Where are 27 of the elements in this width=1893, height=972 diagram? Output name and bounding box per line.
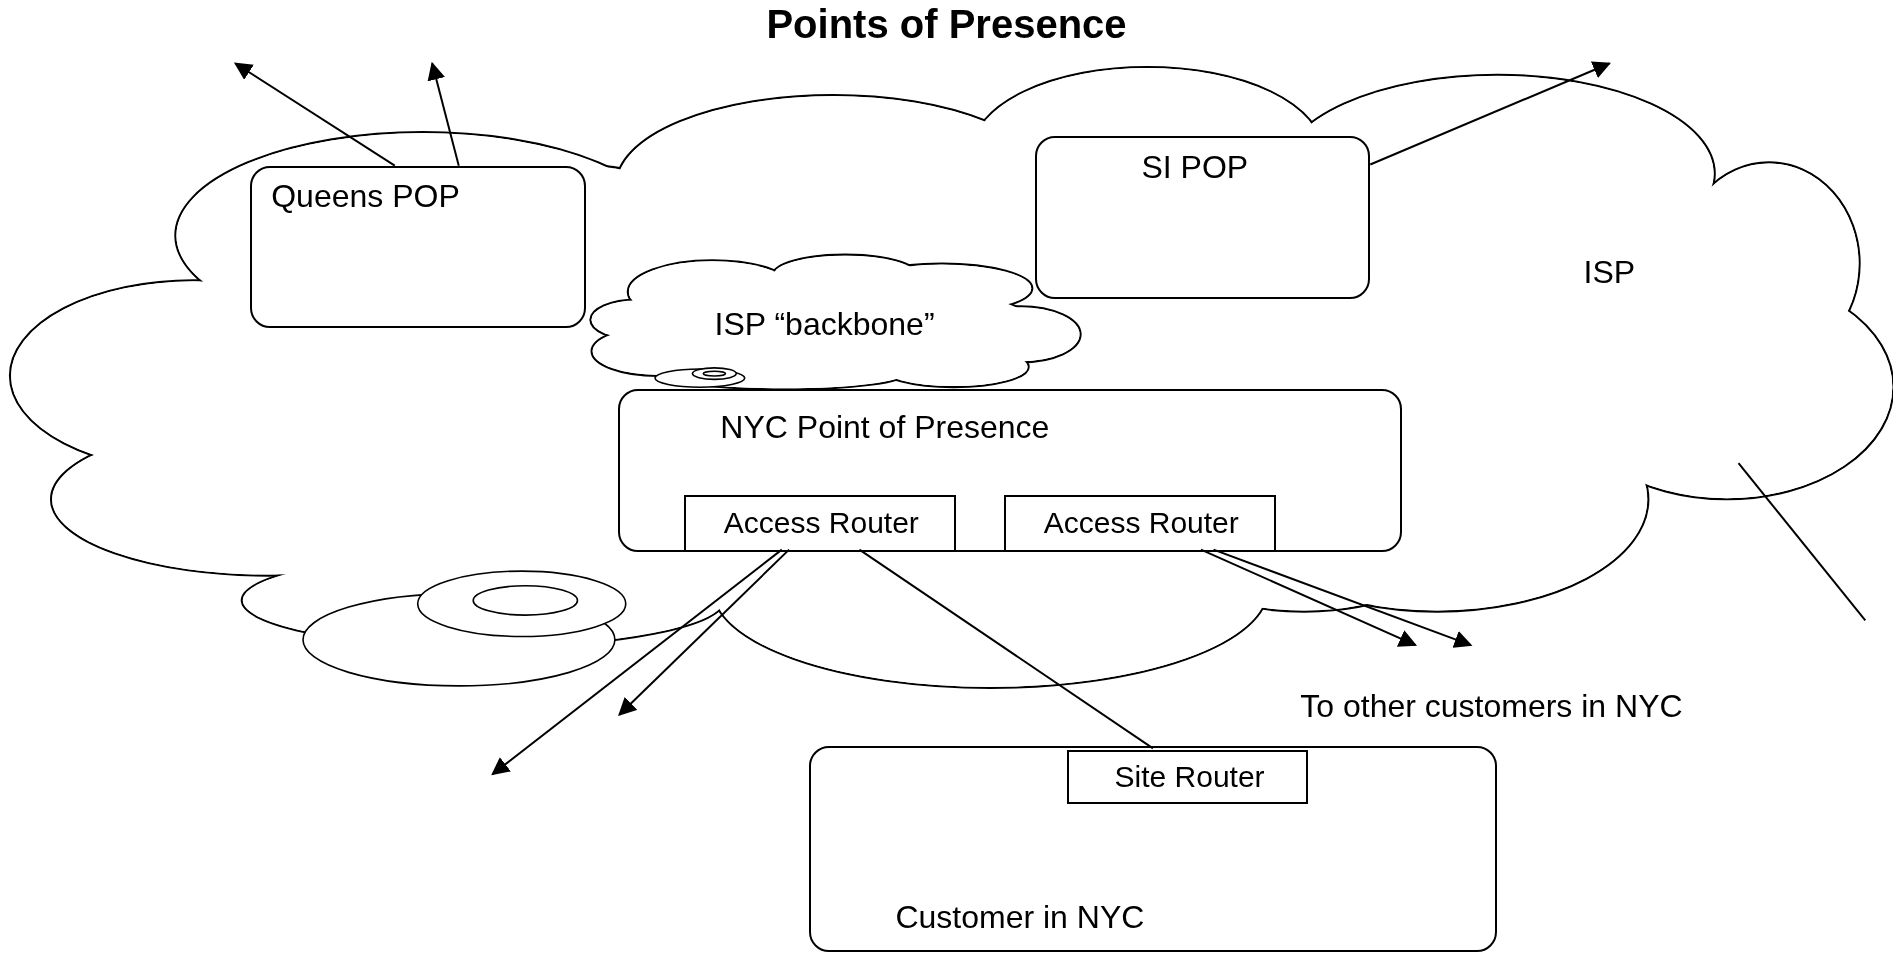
title: Points of Presence — [765, 1, 1128, 48]
arrow — [233, 62, 396, 167]
router-label: Site Router — [1114, 760, 1265, 795]
arrow — [1199, 548, 1418, 647]
pop-box — [618, 389, 1402, 552]
node-label: Customer in NYC — [895, 898, 1145, 936]
node-label: ISP “backbone” — [714, 305, 935, 343]
router-box — [684, 495, 956, 552]
node-label: Queens POP — [271, 177, 460, 215]
node-label: NYC Point of Presence — [720, 409, 1050, 446]
router-box — [1066, 750, 1309, 805]
arrow — [618, 548, 791, 716]
node-label: SI POP — [1141, 148, 1249, 186]
node-label: To other customers in NYC — [1300, 687, 1683, 725]
arrow — [1369, 61, 1611, 166]
arrow — [1212, 548, 1473, 648]
router-label: Access Router — [1043, 506, 1239, 541]
arrow — [427, 61, 460, 167]
connector-line — [1737, 462, 1867, 622]
customer-box — [808, 746, 1498, 952]
arrow — [491, 548, 783, 776]
router-box — [1004, 495, 1276, 552]
connector-line — [858, 548, 1154, 750]
pop-box — [249, 165, 586, 329]
router-label: Access Router — [723, 506, 919, 541]
node-label: ISP — [1583, 254, 1636, 292]
pop-box — [1034, 136, 1371, 300]
